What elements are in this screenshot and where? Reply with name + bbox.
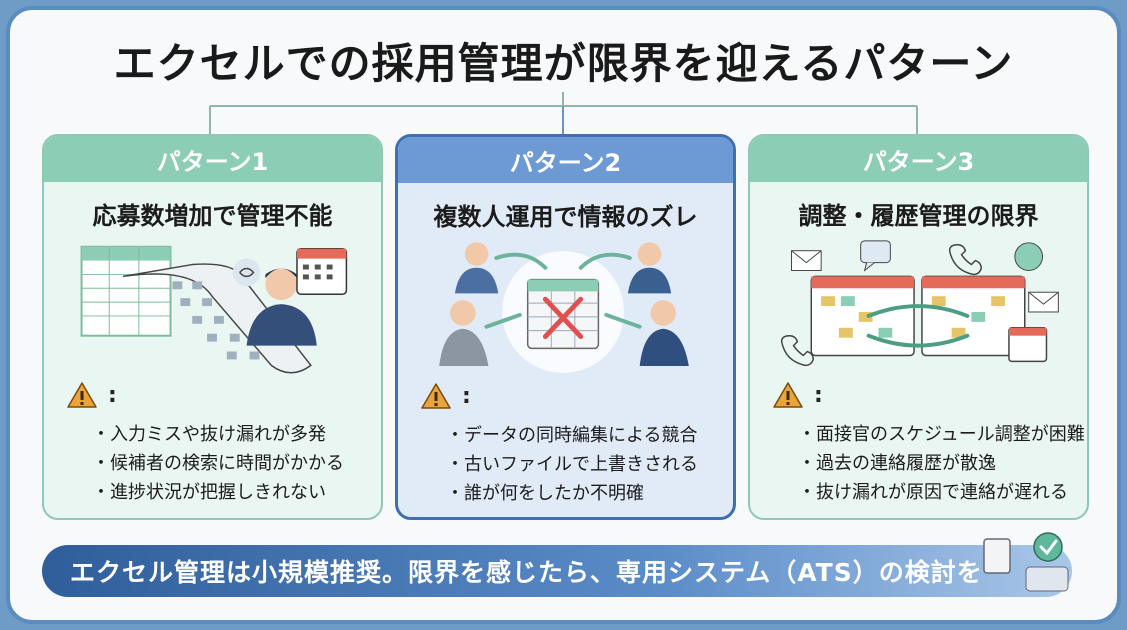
pattern-label: パターン1 xyxy=(44,136,381,182)
person-icon xyxy=(454,242,499,294)
list-item: 進捗状況が把握しきれない xyxy=(92,478,344,507)
issue-list: 入力ミスや抜け漏れが多発 候補者の検索に時間がかかる 進捗状況が把握しきれない xyxy=(92,420,344,507)
list-item: 古いファイルで上書きされる xyxy=(446,450,698,479)
list-item: 候補者の検索に時間がかかる xyxy=(92,449,344,478)
list-item: 抜け漏れが原因で連絡が遅れる xyxy=(798,478,1085,507)
calendar-icon xyxy=(296,247,348,295)
title-connector xyxy=(209,92,918,134)
spreadsheet-overload-illustration xyxy=(80,245,348,374)
warning-triangle-icon xyxy=(67,382,97,408)
person-icon xyxy=(439,300,489,367)
pattern-label: パターン3 xyxy=(750,136,1087,182)
warning-row: : xyxy=(772,381,823,409)
recommendation-banner: エクセル管理は小規模推奨。限界を感じたら、専用システム（ATS）の検討を xyxy=(42,545,1072,597)
list-item: 面接官のスケジュール調整が困難 xyxy=(798,420,1085,449)
pattern-label: パターン2 xyxy=(398,137,733,183)
calendar-icon xyxy=(810,275,915,357)
issue-list: データの同時編集による競合 古いファイルで上書きされる 誰が何をしたか不明確 xyxy=(446,421,698,508)
calendar-icon xyxy=(1008,327,1048,363)
page-title: エクセルでの採用管理が限界を迎えるパターン xyxy=(113,39,1014,88)
pattern-card-3: パターン3 調整・履歴管理の限界 : xyxy=(748,134,1089,520)
warning-triangle-icon xyxy=(421,383,451,409)
chat-bubble-icon xyxy=(860,240,891,272)
pattern-subtitle: 複数人運用で情報のズレ xyxy=(433,203,698,231)
banner-text: エクセル管理は小規模推奨。限界を感じたら、専用システム（ATS）の検討を xyxy=(70,558,983,587)
calendar-icon xyxy=(921,275,1026,357)
list-item: 誰が何をしたか不明確 xyxy=(446,479,698,508)
pattern-card-1: パターン1 応募数増加で管理不能 xyxy=(42,134,383,520)
phone-icon xyxy=(780,334,814,367)
warning-colon: : xyxy=(462,383,471,409)
warning-triangle-icon xyxy=(773,382,803,408)
mail-icon xyxy=(791,250,822,271)
warning-colon: : xyxy=(814,382,823,408)
pattern-subtitle: 応募数増加で管理不能 xyxy=(92,202,333,230)
issue-list: 面接官のスケジュール調整が困難 過去の連絡履歴が散逸 抜け漏れが原因で連絡が遅れ… xyxy=(798,420,1085,507)
chat-bubble-icon xyxy=(1014,242,1044,271)
warning-colon: : xyxy=(108,382,117,408)
list-item: データの同時編集による競合 xyxy=(446,421,698,450)
list-item: 入力ミスや抜け漏れが多発 xyxy=(92,420,344,449)
schedule-history-illustration xyxy=(780,240,1059,367)
shared-file-conflict-illustration xyxy=(439,242,689,373)
person-icon xyxy=(639,300,689,367)
warning-row: : xyxy=(66,381,117,409)
list-item: 過去の連絡履歴が散逸 xyxy=(798,449,1085,478)
checklist-icon xyxy=(983,532,1069,592)
phone-icon xyxy=(948,244,982,276)
spreadsheet-icon xyxy=(526,278,600,350)
mail-icon xyxy=(1028,291,1059,313)
spreadsheet-icon xyxy=(80,245,172,337)
pattern-card-2: パターン2 複数人運用で情報のズレ xyxy=(395,134,736,520)
warning-row: : xyxy=(420,382,471,410)
person-icon xyxy=(627,242,672,294)
pattern-subtitle: 調整・履歴管理の限界 xyxy=(798,202,1039,230)
person-icon xyxy=(246,268,317,346)
